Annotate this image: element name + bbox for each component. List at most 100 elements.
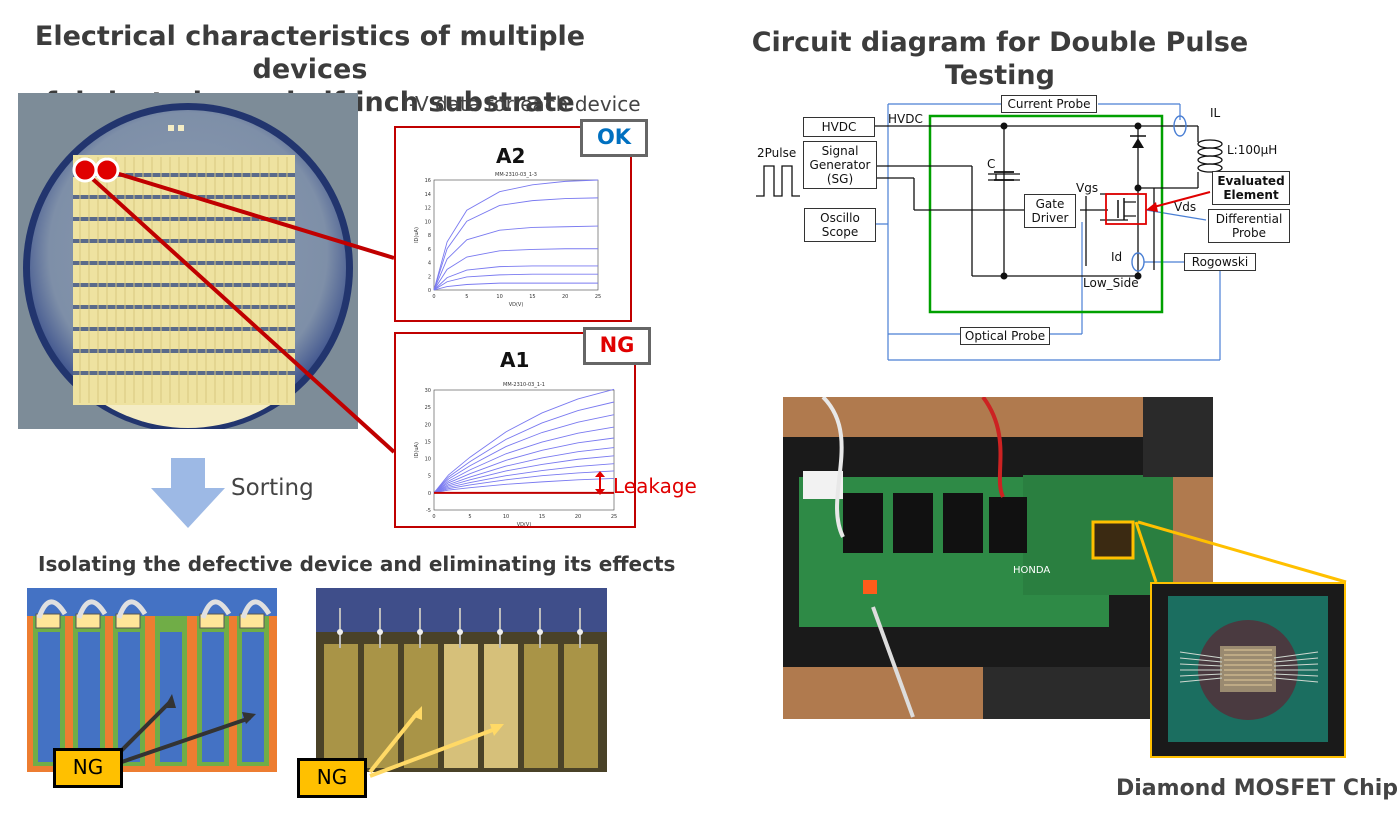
- photo-bond-dot: [417, 629, 423, 635]
- bond-wire: [200, 599, 232, 619]
- plot-area: [433, 389, 615, 511]
- x-tick-label: 5: [468, 514, 471, 520]
- wafer-row-divider: [73, 239, 295, 243]
- status-tag-ok: OK: [580, 119, 648, 157]
- chip-bond-wire: [1273, 673, 1319, 677]
- left-title-line1: Electrical characteristics of multiple d…: [34, 21, 586, 85]
- photo-bond-dot: [457, 629, 463, 635]
- chip-bond-wire: [1273, 663, 1319, 667]
- iv-curve-4: [433, 455, 615, 494]
- iv-caption: I-V data for each device: [403, 92, 641, 116]
- chip-bond-wire: [1179, 677, 1223, 683]
- chart-title: MM-2310-03_1-1: [503, 382, 545, 388]
- bond-wire: [240, 599, 272, 619]
- iv-curve-6: [433, 437, 615, 494]
- circuit-title: Circuit diagram for Double Pulse Testing: [751, 27, 1249, 91]
- status-tag-ng: NG: [583, 327, 651, 365]
- rogowski-coil-icon: [1131, 252, 1145, 272]
- y-tick-label: 6: [428, 247, 431, 253]
- chip-bond-wire: [1179, 673, 1223, 677]
- board-brand-text: HONDA: [1013, 565, 1050, 576]
- gate-line1: Gate: [1035, 197, 1065, 211]
- y-tick-label: 12: [425, 206, 431, 212]
- circuit-diagram: [756, 103, 1223, 361]
- photo-chip-cell: [564, 644, 598, 768]
- oscillo-line1: Oscillo: [820, 211, 860, 225]
- differential-probe-box: Differential Probe: [1208, 209, 1290, 243]
- evaluated-line1: Evaluated: [1217, 174, 1285, 188]
- oscillo-line2: Scope: [821, 225, 859, 239]
- finger-electrode: [38, 632, 60, 762]
- leakage-label: Leakage: [613, 474, 697, 498]
- iv-curve-10: [433, 388, 615, 494]
- evaluated-element-box: Evaluated Element: [1212, 171, 1290, 205]
- chip-bond-wire: [1273, 657, 1319, 663]
- vgs-label: Vgs: [1076, 181, 1099, 195]
- sorting-arrow-icon: [151, 458, 225, 528]
- optical-probe-box: Optical Probe: [960, 327, 1050, 345]
- y-tick-label: 2: [428, 274, 431, 280]
- x-tick-label: 20: [562, 294, 568, 300]
- sg-line2: Generator: [809, 158, 871, 172]
- y-tick-label: 25: [425, 405, 431, 411]
- y-tick-label: 14: [425, 192, 431, 198]
- zoom-lines: [1134, 520, 1347, 584]
- x-tick-label: 15: [529, 294, 535, 300]
- bond-pad: [199, 613, 225, 629]
- chip-bond-wire: [1273, 677, 1319, 683]
- bond-pad: [239, 613, 265, 629]
- photo-bond-dot: [537, 629, 543, 635]
- iv-curve-5: [433, 225, 599, 291]
- chip-bond-wire: [1179, 657, 1223, 663]
- inductor-label: L:100μH: [1227, 143, 1278, 157]
- y-axis-label: ID(uA): [414, 442, 420, 458]
- diff-line2: Probe: [1231, 226, 1267, 240]
- ng-badge-schematic: NG: [53, 748, 123, 788]
- x-axis-label: VD(V): [517, 522, 532, 526]
- wafer-row-divider: [73, 217, 295, 221]
- bond-pad: [115, 613, 141, 629]
- device-name-a1: A1: [500, 348, 530, 372]
- inductor-icon: [1197, 139, 1223, 173]
- photo-chip-cell: [324, 644, 358, 768]
- sg-line3: (SG): [826, 172, 854, 186]
- id-label: Id: [1111, 250, 1123, 264]
- oscilloscope-box: Oscillo Scope: [804, 208, 876, 242]
- x-tick-label: 15: [539, 514, 545, 520]
- x-tick-label: 5: [465, 294, 468, 300]
- iv-curve-6: [433, 197, 599, 291]
- x-tick-label: 25: [611, 514, 617, 520]
- ng-badge-photo: NG: [297, 758, 367, 798]
- y-tick-label: 0: [428, 288, 431, 294]
- vds-label: Vds: [1174, 200, 1197, 214]
- chart-title: MM-2310-03_1-3: [495, 172, 537, 178]
- wafer-row-divider: [73, 349, 295, 353]
- current-probe-icon: [1173, 115, 1187, 137]
- hvdc-line-label: HVDC: [888, 112, 923, 126]
- mosfet-icon: [1105, 193, 1147, 225]
- test-board-photo: HONDA: [783, 397, 1213, 719]
- bond-wire: [36, 599, 68, 619]
- x-tick-label: 10: [496, 294, 502, 300]
- iv-curve-9: [433, 401, 615, 494]
- iv-curve-2: [433, 273, 598, 291]
- ng-arrows-photo: [368, 706, 504, 778]
- bond-wire: [116, 599, 148, 619]
- y-tick-label: 4: [428, 261, 431, 267]
- photo-bond-dot: [377, 629, 383, 635]
- finger-electrode: [242, 632, 264, 762]
- wafer-row-divider: [73, 371, 295, 375]
- capacitor-label: C: [987, 157, 996, 171]
- photo-bond-dot: [577, 629, 583, 635]
- photo-bond-dot: [337, 629, 343, 635]
- bond-pad: [35, 613, 61, 629]
- y-tick-label: 16: [425, 178, 431, 184]
- signal-generator-box: Signal Generator (SG): [803, 141, 877, 189]
- rogowski-box: Rogowski: [1184, 253, 1256, 271]
- photo-bond-dot: [497, 629, 503, 635]
- wafer-row-divider: [73, 195, 295, 199]
- diff-line1: Differential: [1215, 212, 1283, 226]
- iv-curve-1: [433, 478, 615, 494]
